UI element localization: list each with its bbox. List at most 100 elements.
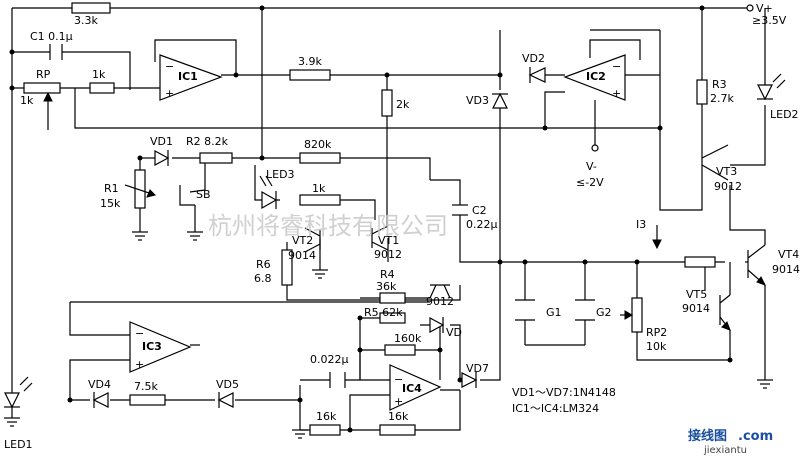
op-amps: − + − + − + − + [129, 54, 626, 411]
label-vt1: VT1 [378, 234, 399, 247]
resistor-16k-a [309, 424, 341, 436]
label-led3: LED3 [266, 168, 295, 181]
resistor-vt4-base [684, 256, 716, 268]
opamp-ic3 [129, 321, 192, 373]
resistor-3-9k [289, 69, 331, 81]
potentiometer-rp2 [631, 297, 643, 333]
label-ic2: IC2 [586, 70, 606, 83]
resistor-r4 [379, 292, 406, 304]
label-vt4-val: 9014 [772, 263, 800, 276]
label-c-0022: 0.022μ [310, 353, 349, 366]
label-vd4: VD4 [88, 378, 111, 391]
capacitors [49, 44, 595, 388]
watermark-site-suffix: .com [738, 429, 773, 444]
label-g1: G1 [546, 306, 562, 319]
resistors [23, 2, 716, 436]
label-vt2-val: 9014 [288, 249, 316, 262]
label-i3: I3 [636, 218, 646, 231]
label-rp: RP [36, 68, 51, 81]
label-vd3: VD3 [466, 94, 489, 107]
opamp-ic4 [389, 364, 442, 411]
note-opamps: IC1～IC4:LM324 [512, 402, 599, 415]
label-rp-val: 1k [20, 94, 34, 107]
resistor-r6 [281, 249, 293, 286]
note-diodes: VD1～VD7:1N4148 [512, 386, 616, 399]
component-labels: 3.3k C1 0.1μ RP 1k 1k IC1 3.9k VD2 IC2 V… [4, 2, 800, 451]
diodes [92, 67, 546, 408]
label-vd2: VD2 [522, 52, 545, 65]
label-led1: LED1 [4, 438, 33, 451]
label-vd: VD [446, 326, 462, 339]
label-vt2: VT2 [292, 234, 313, 247]
label-vt5-val: 9014 [682, 302, 710, 315]
label-vt4: VT4 [778, 248, 799, 261]
label-vplus-val: ≥3.5V [752, 14, 787, 27]
label-vd1: VD1 [150, 135, 173, 148]
svg-text:−: − [612, 60, 621, 73]
label-c2-val: 0.22μ [466, 218, 498, 231]
svg-text:−: − [394, 373, 403, 386]
svg-text:+: + [612, 87, 621, 100]
label-r5: R5 62k [364, 306, 403, 319]
label-vd5: VD5 [216, 378, 239, 391]
label-rp2: RP2 [646, 326, 667, 339]
label-vt3-val: 9012 [714, 180, 742, 193]
component-notes: VD1～VD7:1N4148 IC1～IC4:LM324 [512, 386, 616, 415]
label-vt5: VT5 [686, 288, 707, 301]
label-vminus-val: ≤-2V [576, 176, 604, 189]
svg-text:+: + [135, 358, 144, 371]
label-r-2k: 2k [396, 98, 410, 111]
label-rp2-val: 10k [646, 340, 667, 353]
label-vplus: V+ [756, 2, 773, 15]
label-ic4: IC4 [402, 382, 422, 395]
resistor-7-5k [129, 394, 166, 406]
resistor-1k-b [299, 194, 341, 206]
resistor-r5 [379, 312, 406, 324]
label-sb: SB [196, 188, 211, 201]
resistor-16k-b [379, 424, 416, 436]
resistor-r2 [199, 152, 233, 164]
label-r-16k-a: 16k [316, 410, 337, 423]
label-vminus: V- [586, 160, 597, 173]
label-r6-val: 6.8 [254, 272, 272, 285]
leds [4, 73, 786, 418]
label-r6: R6 [256, 258, 271, 271]
label-r-160k: 160k [394, 332, 422, 345]
resistor-2k [381, 89, 393, 117]
resistor-1k-a [89, 82, 115, 94]
svg-text:+: + [394, 395, 403, 408]
svg-text:+: + [165, 87, 174, 100]
label-ic1: IC1 [178, 70, 198, 83]
label-r4: R4 [380, 268, 395, 281]
label-led2: LED2 [770, 108, 799, 121]
label-r3-val: 2.7k [710, 92, 734, 105]
label-r1: R1 [104, 182, 119, 195]
label-r3: R3 [712, 78, 727, 91]
watermark-site-url: jiexiantu [703, 445, 747, 456]
label-r-75k: 7.5k [134, 380, 158, 393]
label-r4-val: 36k [376, 280, 397, 293]
resistor-160k [384, 344, 416, 356]
label-r-1k-b: 1k [312, 182, 326, 195]
label-r-16k-b: 16k [388, 410, 409, 423]
label-g2: G2 [596, 306, 612, 319]
label-q-9012: 9012 [426, 295, 454, 308]
svg-text:−: − [165, 60, 174, 73]
opamp-ic1 [159, 54, 223, 101]
watermark-site: 接线图 [688, 428, 727, 444]
resistor-r3 [696, 79, 708, 105]
label-r-820k: 820k [304, 138, 332, 151]
current-arrow-i3 [652, 225, 662, 250]
junction-dots [9, 5, 733, 433]
label-vt3: VT3 [716, 165, 737, 178]
watermark-company: 杭州将睿科技有限公司 [208, 212, 448, 240]
label-r-1k-a: 1k [92, 68, 106, 81]
label-c1: C1 0.1μ [30, 30, 73, 43]
svg-text:−: − [135, 327, 144, 340]
label-ic3: IC3 [142, 340, 162, 353]
grounds [4, 4, 773, 439]
label-r2: R2 8.2k [186, 135, 229, 148]
label-r1-val: 15k [100, 197, 121, 210]
resistor-3-3k [71, 2, 111, 14]
